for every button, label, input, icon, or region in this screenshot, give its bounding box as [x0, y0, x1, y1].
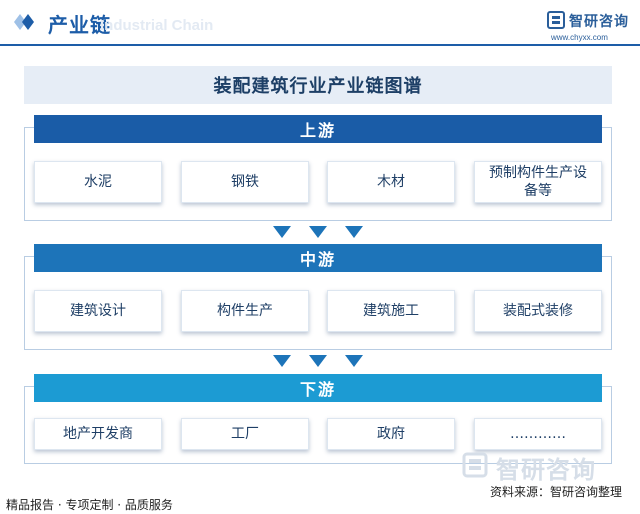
- diagram-title-band: 装配建筑行业产业链图谱: [24, 66, 612, 104]
- page-header: 产业链 Industrial Chain 智研咨询 www.chyxx.com: [0, 0, 640, 46]
- brand-url: www.chyxx.com: [551, 33, 608, 42]
- brand-logo: 智研咨询 www.chyxx.com: [547, 10, 633, 44]
- midstream-header: 中游: [34, 244, 602, 272]
- flow-arrow: [345, 226, 363, 238]
- midstream-item-components: 构件生产: [181, 290, 309, 332]
- flow-arrow: [309, 226, 327, 238]
- diamond-icon: [14, 14, 34, 30]
- downstream-item-government: 政府: [327, 418, 455, 450]
- section-title: 产业链: [48, 13, 111, 37]
- header-divider: [0, 44, 640, 46]
- header-watermark: Industrial Chain: [100, 17, 214, 34]
- upstream-item-equipment: 预制构件生产设备等: [474, 161, 602, 203]
- midstream-item-construction: 建筑施工: [327, 290, 455, 332]
- footer-slogan: 精品报告 · 专项定制 · 品质服务: [6, 498, 173, 512]
- flow-arrow: [273, 226, 291, 238]
- brand-mark-icon: [547, 11, 565, 29]
- flow-arrow: [309, 355, 327, 367]
- midstream-item-decoration: 装配式装修: [474, 290, 602, 332]
- diagram-title: 装配建筑行业产业链图谱: [213, 76, 423, 97]
- watermark-name: 智研咨询: [496, 456, 596, 484]
- upstream-item-cement: 水泥: [34, 161, 162, 203]
- downstream-item-developer: 地产开发商: [34, 418, 162, 450]
- flow-arrow: [345, 355, 363, 367]
- upstream-header: 上游: [34, 115, 602, 143]
- brand-name: 智研咨询: [569, 14, 629, 30]
- flow-arrow: [273, 355, 291, 367]
- source-note: 资料来源：智研咨询整理: [490, 485, 623, 499]
- watermark-logo: 智研咨询: [462, 448, 632, 484]
- downstream-header: 下游: [34, 374, 602, 402]
- upstream-item-steel: 钢铁: [181, 161, 309, 203]
- upstream-item-timber: 木材: [327, 161, 455, 203]
- midstream-item-design: 建筑设计: [34, 290, 162, 332]
- downstream-item-factory: 工厂: [181, 418, 309, 450]
- watermark-mark-icon: [462, 452, 488, 478]
- downstream-item-more: …………: [474, 418, 602, 450]
